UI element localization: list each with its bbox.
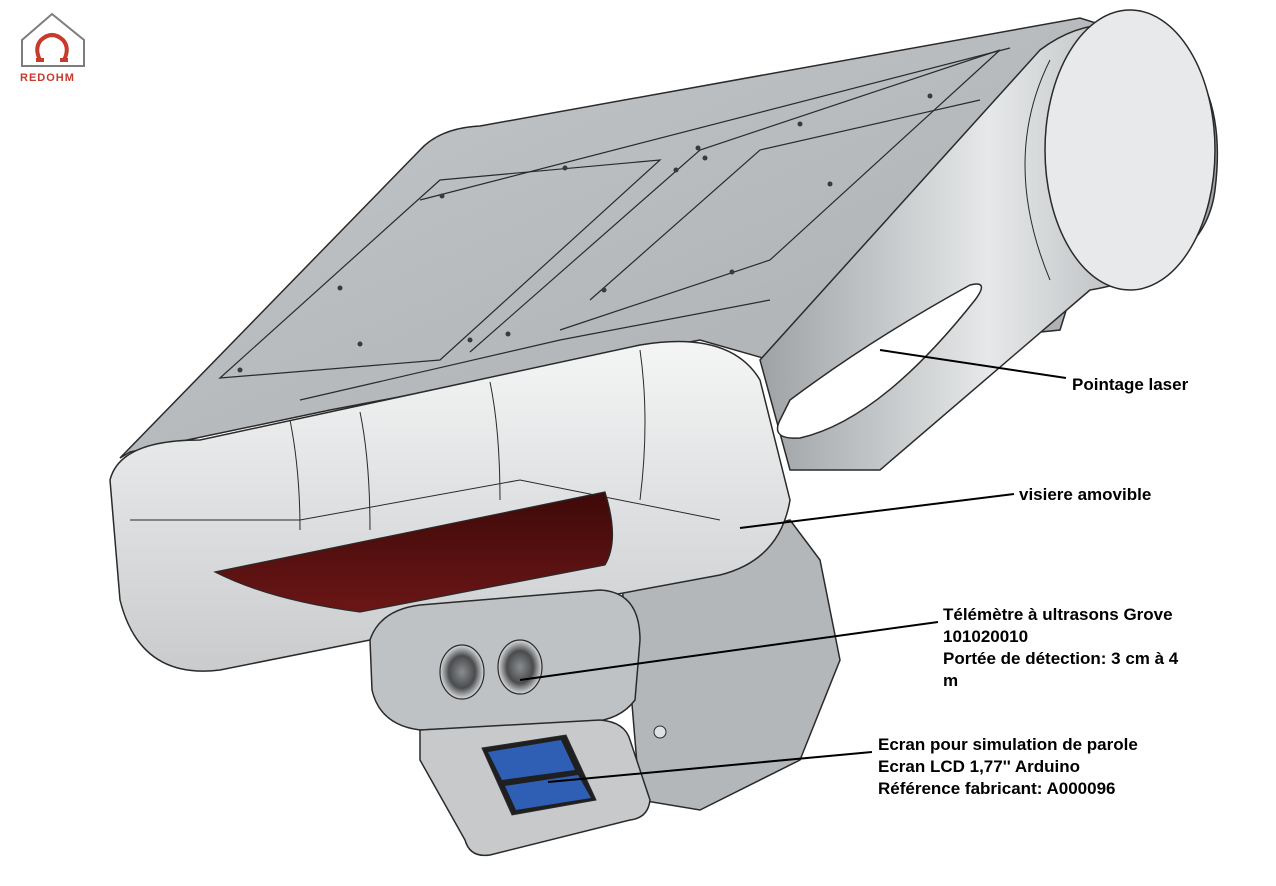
callout-screen: Ecran pour simulation de parole Ecran LC… xyxy=(878,735,1138,798)
callout-ultrasonic: Télémètre à ultrasons Grove 101020010 Po… xyxy=(943,605,1179,690)
callout-laser: Pointage laser xyxy=(1072,375,1189,394)
logo-text: REDOHM xyxy=(20,72,75,84)
lcd-screen-bottom xyxy=(505,775,591,810)
ultrasonic-sensor xyxy=(439,639,543,700)
callout-visor: visiere amovible xyxy=(1019,485,1152,504)
redohm-logo xyxy=(21,12,85,67)
screw-holes xyxy=(237,93,933,373)
lcd-screen-top xyxy=(488,740,575,780)
laser-slot xyxy=(776,283,983,439)
panel-seams xyxy=(218,47,1011,401)
main-body-top xyxy=(119,17,1151,459)
visor-dark-panel xyxy=(213,491,614,613)
leader-lines xyxy=(519,349,1067,783)
visor-creases xyxy=(130,349,721,531)
